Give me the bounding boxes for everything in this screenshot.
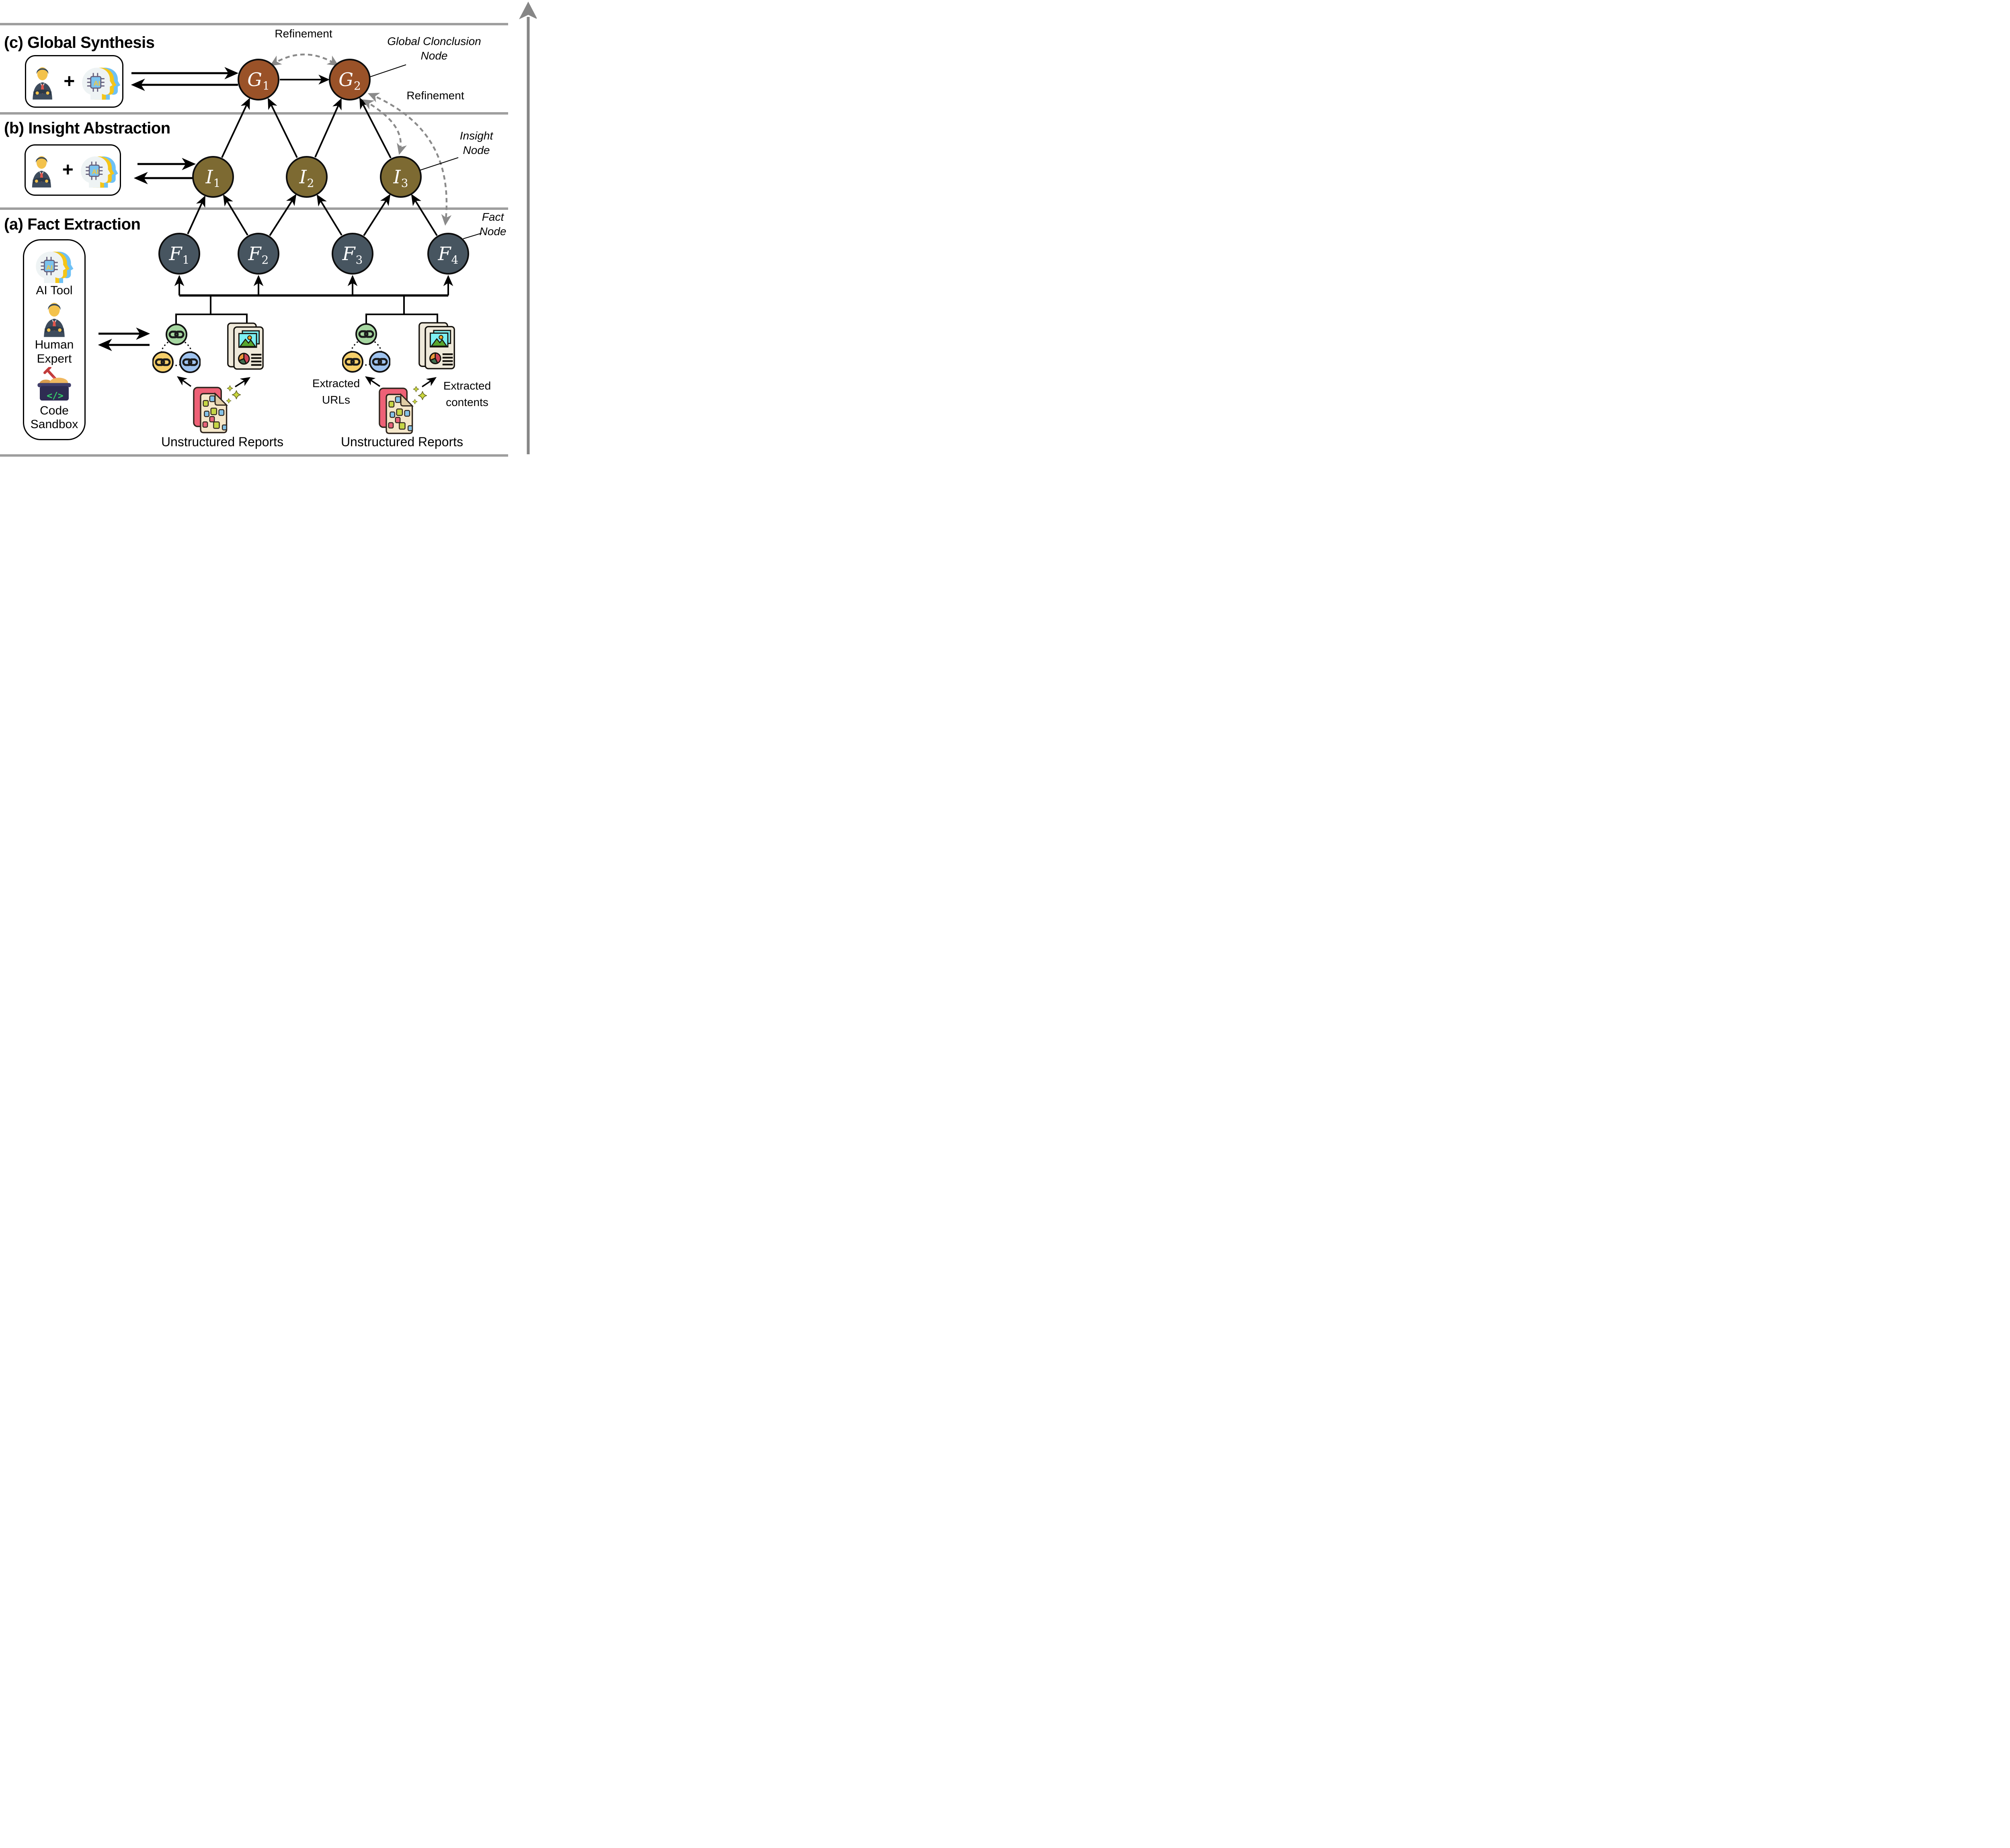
right-cluster-tree bbox=[365, 295, 438, 324]
arrow-f3-i2 bbox=[316, 194, 343, 236]
arrow-f3-i3 bbox=[363, 194, 391, 236]
leader-i3-label bbox=[419, 157, 459, 171]
arrow-i2-g2 bbox=[314, 98, 342, 158]
dashed-refine-g1-g2 bbox=[270, 53, 339, 66]
connector-layer bbox=[98, 2, 537, 454]
upward-axis-arrow-icon bbox=[519, 2, 537, 454]
separator-c-b bbox=[0, 112, 508, 115]
arrow-report-to-urls-right bbox=[365, 376, 380, 387]
separator-top bbox=[0, 23, 508, 25]
arrow-f1-i1 bbox=[187, 195, 205, 234]
separator-bottom bbox=[0, 454, 508, 457]
arrow-report-to-contents-right bbox=[422, 377, 437, 388]
arrow-i1-g1 bbox=[221, 98, 250, 158]
leader-g2-label bbox=[369, 64, 406, 78]
leader-f4-label bbox=[463, 233, 482, 239]
dashed-refine-g2-f4 bbox=[367, 92, 452, 226]
left-cluster-tree bbox=[175, 295, 248, 324]
arrow-i3-g2 bbox=[359, 97, 392, 158]
dashed-refine-g2-i3 bbox=[362, 99, 407, 155]
diagram-canvas: (c) Global Synthesis (b) Insight Abstrac… bbox=[0, 0, 537, 462]
separator-b-a bbox=[0, 207, 508, 210]
arrow-f2-i1 bbox=[223, 194, 248, 236]
arrow-f2-i2 bbox=[269, 194, 297, 236]
arrow-f4-i3 bbox=[411, 194, 438, 236]
arrow-i2-g1 bbox=[268, 98, 298, 158]
arrow-report-to-contents-left bbox=[235, 377, 251, 388]
fact-bus-lines bbox=[175, 294, 448, 324]
arrow-report-to-urls-left bbox=[177, 376, 192, 387]
